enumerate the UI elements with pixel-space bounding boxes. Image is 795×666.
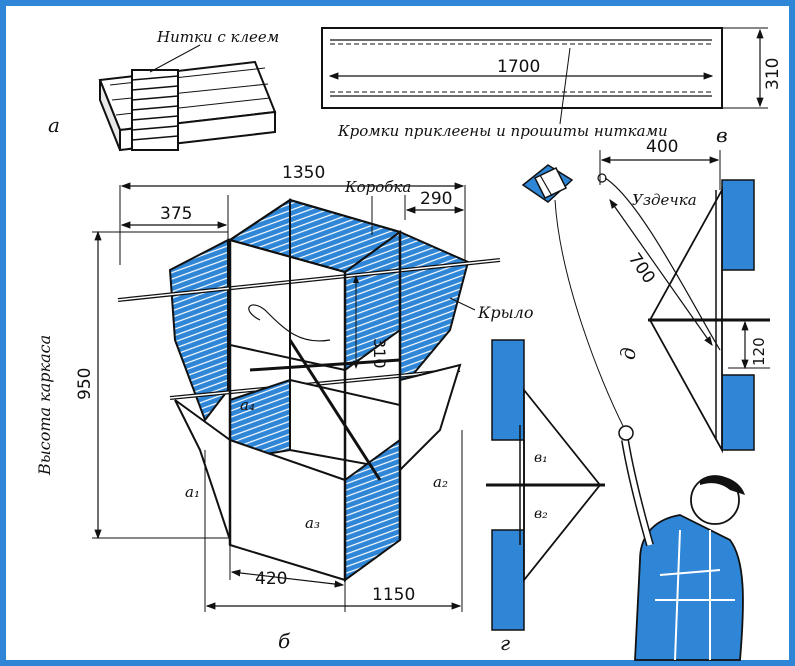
point-a3: а₃ <box>305 514 320 532</box>
point-a4: а₄ <box>240 396 255 414</box>
kite-string <box>554 199 626 431</box>
point-a1: а₁ <box>185 483 200 501</box>
bottom-span-dim: 1150 <box>372 585 415 605</box>
bridle-label: Уздечка <box>632 191 697 209</box>
panel-b-box-kite <box>92 182 501 612</box>
bridle-top-dim: 400 <box>646 137 678 157</box>
frame-height-label: Высота каркаса <box>35 335 54 476</box>
panel-d-letter: д <box>616 347 640 360</box>
bottom-width-dim: 420 <box>255 569 287 589</box>
bridle-bottom-dim: 120 <box>750 337 768 366</box>
boy-figure <box>618 425 745 661</box>
box-label: Коробка <box>344 178 411 196</box>
bridle-length-dim: 700 <box>624 249 659 287</box>
panel-a-glued-joint <box>98 44 277 152</box>
thread-wrap <box>131 69 179 151</box>
frame-height-dim: 950 <box>75 368 95 400</box>
threads-glue-label: Нитки с клеем <box>156 28 279 46</box>
total-span-dim: 1350 <box>282 163 325 183</box>
flying-kite <box>521 164 574 203</box>
panel-g-wing-profile <box>486 339 605 631</box>
panel-a-letter: а <box>48 113 60 137</box>
point-b1: в₁ <box>534 450 548 466</box>
panel-d-bridle <box>597 150 770 454</box>
edges-note: Кромки приклеены и прошиты нитками <box>337 122 668 140</box>
point-a2: а₂ <box>433 473 448 491</box>
strip-width-dim: 310 <box>763 58 783 90</box>
panel-b-letter: б <box>278 629 291 653</box>
wing-offset-dim: 375 <box>160 204 192 224</box>
panel-v-fabric-strip <box>321 27 768 125</box>
box-width-dim: 290 <box>420 189 452 209</box>
strip-length-dim: 1700 <box>497 57 540 77</box>
panel-v-letter: в <box>716 123 728 147</box>
wing-label: Крыло <box>477 303 533 322</box>
box-height-dim: 310 <box>370 338 389 369</box>
panel-g-letter: г <box>500 631 510 655</box>
point-b2: в₂ <box>534 506 548 522</box>
